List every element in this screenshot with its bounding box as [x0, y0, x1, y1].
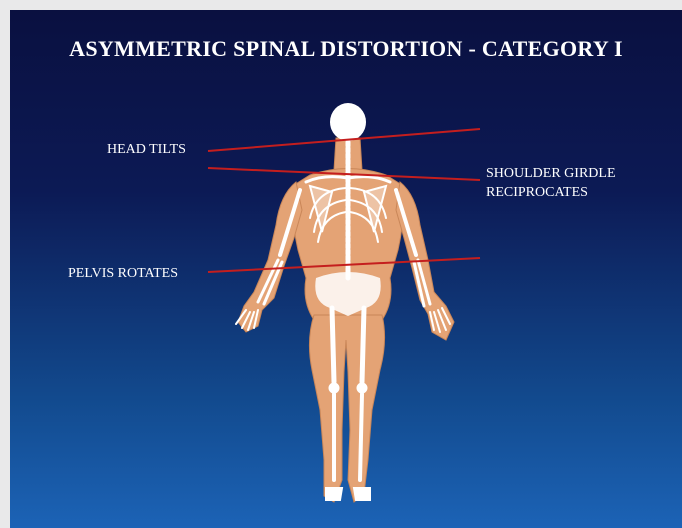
label-pelvis-rotates: PELVIS ROTATES	[68, 265, 178, 283]
label-shoulder-line2: RECIPROCATES	[486, 184, 588, 202]
skull	[330, 103, 366, 141]
label-shoulder-line1: SHOULDER GIRDLE	[486, 165, 616, 183]
label-head-tilts: HEAD TILTS	[107, 141, 186, 159]
slide: ASYMMETRIC SPINAL DISTORTION - CATEGORY …	[10, 10, 682, 528]
